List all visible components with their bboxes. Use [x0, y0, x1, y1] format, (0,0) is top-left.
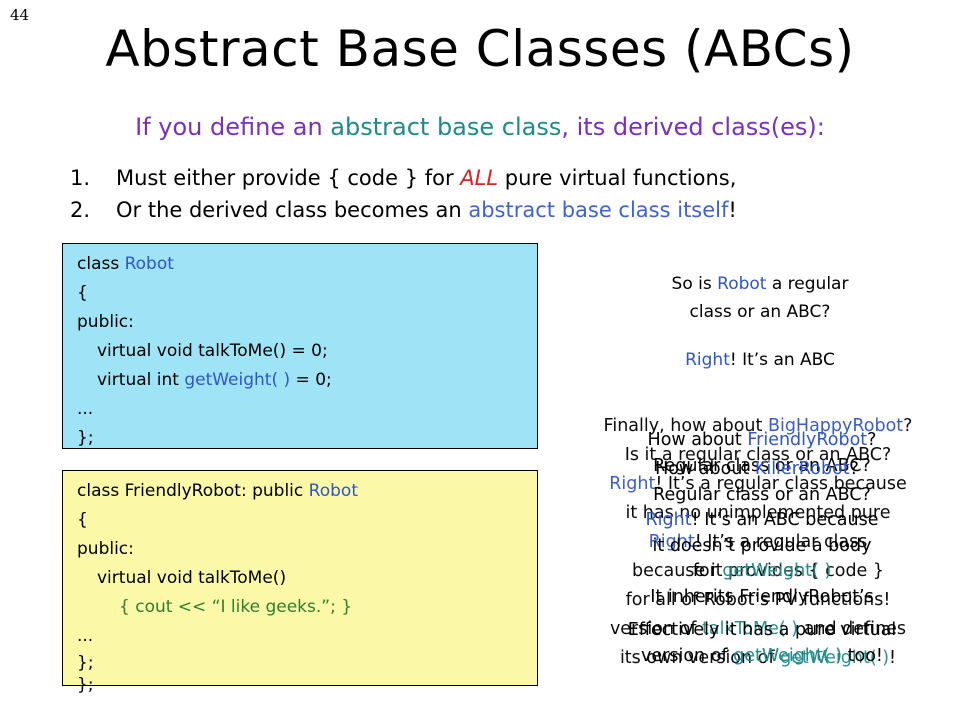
rule-number: 1.: [70, 166, 91, 190]
overlap-line: ! It’s a regular class: [694, 532, 868, 552]
code-line: };: [77, 675, 94, 695]
answer-right: Right: [685, 350, 730, 370]
code-line: virtual void talkToMe() = 0;: [97, 341, 328, 361]
code-line: {: [77, 510, 88, 530]
code-line: virtual void talkToMe(): [97, 568, 287, 588]
code-line: };: [77, 653, 94, 673]
rule-text: Must either provide { code } for: [116, 166, 461, 190]
rule-item: 2. Or the derived class becomes an abstra…: [70, 194, 737, 226]
question-text: So is: [671, 274, 718, 294]
overlap-line: Regular class or an ABC?: [653, 455, 871, 476]
overlap-line: Is it a regular class or an ABC?: [624, 445, 892, 465]
code-line: ...: [77, 399, 94, 419]
rule-text-end: !: [728, 198, 737, 222]
question-robot: So is Robot a regular class or an ABC?: [590, 270, 930, 326]
overlap-line: for: [692, 561, 723, 581]
code-line: {: [77, 283, 88, 303]
subtitle-part2: abstract base class: [330, 113, 562, 141]
function-getweight: getWeight( ): [733, 645, 843, 666]
answer-robot: Right! It’s an ABC: [590, 346, 930, 374]
function-talktome: talkToMe( ): [702, 619, 799, 639]
overlap-line: Regular class or an ABC?: [653, 484, 871, 505]
code-keyword: class: [77, 254, 125, 274]
class-name-robot: Robot: [124, 254, 174, 274]
answer-right: Right: [648, 532, 695, 552]
overlap-line: ?: [849, 459, 859, 479]
function-getweight: getWeight( ): [184, 370, 291, 390]
slide-subtitle: If you define an abstract base class, it…: [0, 113, 960, 141]
overlap-line: because it provides { code }: [631, 561, 885, 581]
overlap-line: ! It’s a regular class because: [655, 474, 907, 494]
answer-text: ! It’s an ABC: [729, 350, 835, 370]
overlap-line: ?: [867, 430, 877, 450]
rule-emphasis: ALL: [460, 166, 499, 190]
code-line: ...: [77, 626, 94, 646]
overlap-line: and defines: [798, 619, 907, 639]
friendly-robot-code-box: class FriendlyRobot: public Robot { publ…: [62, 470, 538, 695]
question-text: class or an ABC?: [689, 302, 831, 322]
overlap-text-big-happy: Finally, how about BigHappyRobot? Is it …: [548, 412, 960, 673]
overlap-line: How about: [655, 459, 755, 479]
answer-right: Right: [645, 510, 692, 530]
code-keyword: class FriendlyRobot: public: [77, 481, 309, 501]
robot-code-box: class Robot { public: virtual void talkT…: [62, 243, 538, 449]
overlap-line: for all of Robot’s PV functions!: [625, 590, 891, 610]
code-keyword: virtual int: [97, 370, 185, 390]
subtitle-part3: , its derived class(es):: [561, 113, 825, 141]
overlap-line: !: [889, 648, 897, 668]
overlap-line: its own version of: [619, 648, 781, 668]
rule-item: 1. Must either provide { code } for ALL p…: [70, 162, 737, 194]
rule-emphasis: abstract base class itself: [468, 198, 729, 222]
rule-number: 2.: [70, 198, 91, 222]
overlap-line: Finally, how about: [603, 416, 768, 436]
code-line: virtual int getWeight( ) = 0;: [77, 366, 537, 395]
overlap-line: Effectively it has a pure virtual: [627, 620, 897, 640]
overlap-line: version of: [641, 645, 734, 666]
question-text: a regular: [766, 274, 849, 294]
rules-list: 1. Must either provide { code } for ALL p…: [70, 162, 737, 226]
subtitle-part1: If you define an: [135, 113, 331, 141]
class-name-killerrobot: KillerRobot: [754, 459, 850, 479]
rule-text: Or the derived class becomes an: [116, 198, 469, 222]
code-line: class FriendlyRobot: public Robot: [77, 477, 537, 506]
code-line: public:: [77, 312, 134, 332]
overlap-text-friendly-killer: How about FriendlyRobot? Regular class o…: [552, 428, 960, 669]
overlap-line: too!: [842, 645, 883, 666]
class-name-robot: Robot: [717, 274, 767, 294]
rule-text-end: pure virtual functions,: [498, 166, 737, 190]
class-name-robot: Robot: [308, 481, 358, 501]
code-text: = 0;: [290, 370, 332, 390]
code-line: public:: [77, 539, 134, 559]
class-name-bighappyrobot: BigHappyRobot: [767, 416, 904, 436]
overlap-line: ! It’s an ABC because: [691, 510, 879, 530]
code-line: { cout << “I like geeks.”; }: [119, 597, 353, 617]
class-name-friendlyrobot: FriendlyRobot: [747, 430, 868, 450]
slide-title: Abstract Base Classes (ABCs): [105, 20, 855, 78]
overlap-line: It inherits FriendlyRobot’s: [650, 586, 874, 607]
function-getweight: getWeight( ): [780, 648, 890, 668]
function-getweight: getWeight( ): [722, 561, 832, 581]
overlap-line: ?: [903, 416, 913, 436]
overlap-line: it doesn’t provide a body: [652, 535, 872, 556]
overlap-line: How about: [647, 430, 748, 450]
answer-right: Right: [609, 474, 656, 494]
code-line: class Robot: [77, 250, 537, 279]
overlap-line: version of: [609, 619, 703, 639]
overlap-line: it has no unimplemented pure: [625, 503, 891, 523]
code-line: };: [77, 428, 94, 448]
slide-number: 44: [10, 6, 30, 24]
